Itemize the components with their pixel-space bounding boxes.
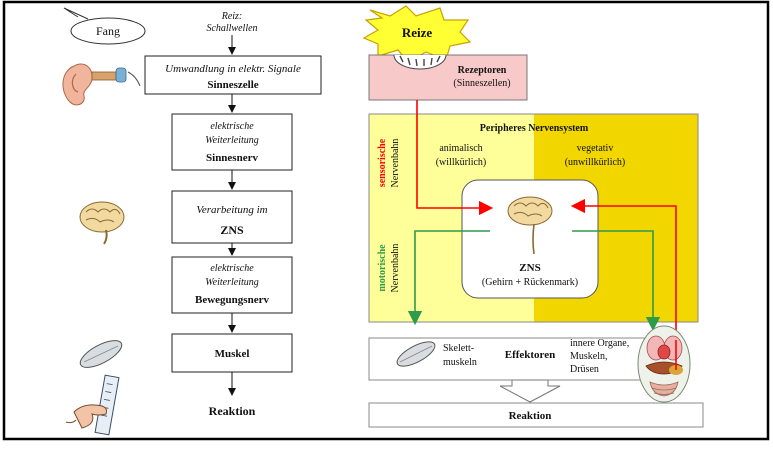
motor-word: motorische bbox=[377, 244, 388, 292]
box1-line2: Sinneszelle bbox=[207, 79, 258, 91]
motor-pathway: Nervenbahn bbox=[390, 244, 401, 293]
sensory-pathway: Nervenbahn bbox=[390, 139, 401, 188]
animal-line2: (willkürlich) bbox=[436, 157, 487, 168]
sensory-arrow-vegetative bbox=[570, 198, 677, 370]
stimulus-line1: Reiz: bbox=[221, 11, 243, 22]
skeletal-line2: muskeln bbox=[443, 357, 477, 368]
inner-line3: Drüsen bbox=[570, 364, 599, 375]
hand-ruler-icon bbox=[65, 374, 120, 436]
motor-nerve-box bbox=[171, 256, 293, 314]
cns-label: ZNS bbox=[519, 262, 540, 274]
reize-label: Reize bbox=[402, 25, 433, 40]
reaction-block-arrow bbox=[499, 379, 561, 403]
muscle-icon bbox=[79, 340, 123, 368]
receptors-box bbox=[368, 54, 528, 101]
receptors-line1: Rezeptoren bbox=[458, 65, 507, 76]
fang-label: Fang bbox=[96, 24, 120, 38]
fang-speech-bubble: Fang bbox=[63, 7, 146, 45]
inner-line2: Muskeln, bbox=[570, 351, 608, 362]
motor-arrow-animal bbox=[407, 230, 490, 326]
effectors-label: Effektoren bbox=[505, 349, 556, 361]
box2-line2: Weiterleitung bbox=[205, 135, 259, 146]
receptor-cells-icon bbox=[393, 54, 447, 70]
cns-brain-icon bbox=[507, 196, 553, 255]
box2-line3: Sinnesnerv bbox=[206, 152, 258, 164]
skeletal-muscle-icon bbox=[396, 341, 436, 367]
box4-line3: Bewegungsnerv bbox=[195, 294, 269, 306]
motor-arrow-vegetative bbox=[572, 230, 661, 332]
cns-sub: (Gehirn + Rückenmark) bbox=[482, 277, 578, 288]
muscle-box bbox=[171, 333, 293, 373]
pns-title: Peripheres Nervensystem bbox=[480, 123, 589, 134]
animal-line1: animalisch bbox=[439, 143, 482, 154]
brain-icon bbox=[79, 201, 125, 245]
receptors-line2: (Sinneszellen) bbox=[453, 78, 510, 89]
vegetative-line2: (unwillkürlich) bbox=[565, 157, 626, 168]
sensory-word: sensorische bbox=[377, 138, 388, 187]
left-reaction-label: Reaktion bbox=[209, 404, 256, 418]
box1-line1: Umwandlung in elektr. Signale bbox=[165, 63, 301, 75]
vegetative-line1: vegetativ bbox=[577, 143, 614, 154]
skeletal-line1: Skelett- bbox=[443, 343, 474, 354]
stimulus-line2: Schallwellen bbox=[206, 23, 257, 34]
reize-burst: Reize bbox=[362, 5, 472, 63]
ear-icon bbox=[62, 63, 141, 106]
inner-line1: innere Organe, bbox=[570, 338, 629, 349]
box4-line1: elektrische bbox=[210, 263, 254, 274]
right-reaction-box bbox=[368, 402, 704, 428]
box2-line1: elektrische bbox=[210, 121, 254, 132]
cns-box bbox=[461, 179, 599, 299]
pns-frame bbox=[368, 113, 699, 323]
sensory-cell-box bbox=[144, 55, 322, 95]
outer-frame bbox=[2, 0, 770, 441]
box5-label: Muskel bbox=[215, 348, 250, 360]
box4-line2: Weiterleitung bbox=[205, 277, 259, 288]
box3-line2: ZNS bbox=[220, 223, 244, 237]
sensory-nerve-box bbox=[171, 113, 293, 171]
sensory-arrow-animal bbox=[416, 100, 494, 216]
box3-line1: Verarbeitung im bbox=[196, 204, 267, 216]
right-reaction-label: Reaktion bbox=[509, 410, 552, 422]
inner-organs-icon bbox=[637, 325, 691, 403]
